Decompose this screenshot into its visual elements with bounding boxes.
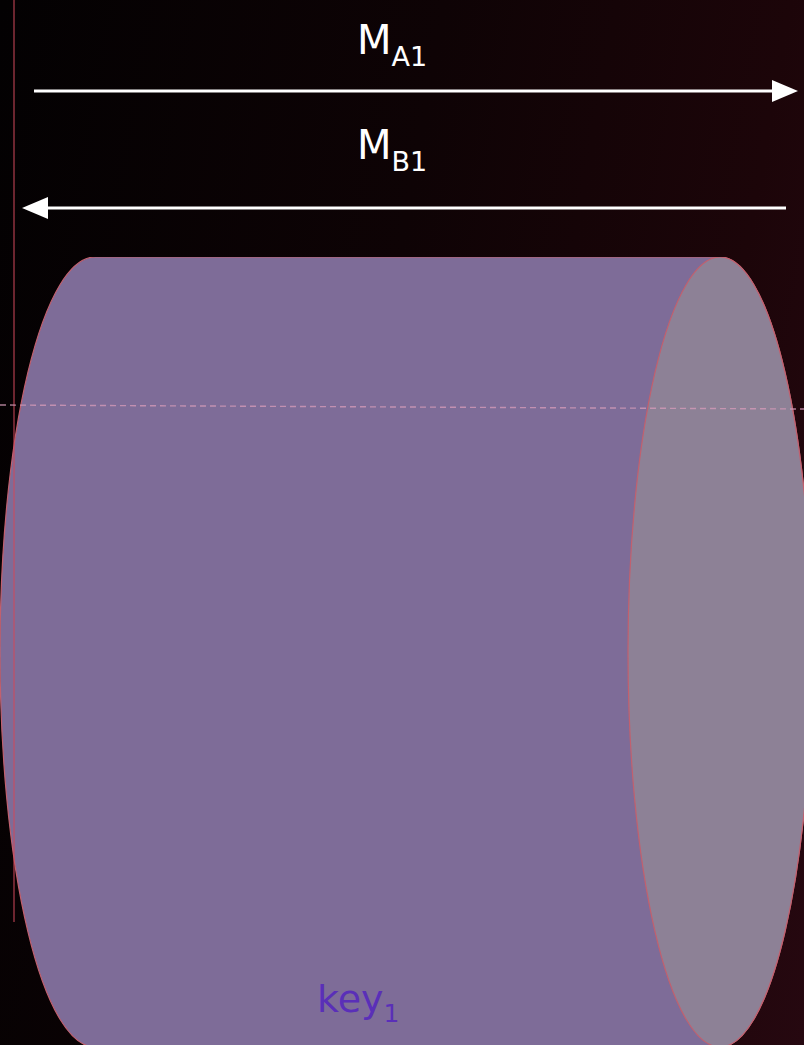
cylinder-outline <box>0 257 804 1045</box>
arrow-head <box>22 197 48 219</box>
symbol-text: M <box>357 17 392 63</box>
subscript-text: A1 <box>392 41 428 72</box>
symbol-text: M <box>357 122 392 168</box>
cylinder-shape: key1 <box>0 257 804 1045</box>
cylinder-label: key1 <box>317 980 399 1018</box>
moment-label: MA1 <box>357 20 427 60</box>
arrow-ma1 <box>34 90 780 93</box>
symbol-text: key <box>317 977 384 1021</box>
subscript-text: B1 <box>392 146 428 177</box>
subscript-text: 1 <box>384 999 400 1028</box>
arrow-mb1 <box>40 207 786 210</box>
arrow-head <box>772 80 798 102</box>
moment-label: MB1 <box>357 125 427 165</box>
